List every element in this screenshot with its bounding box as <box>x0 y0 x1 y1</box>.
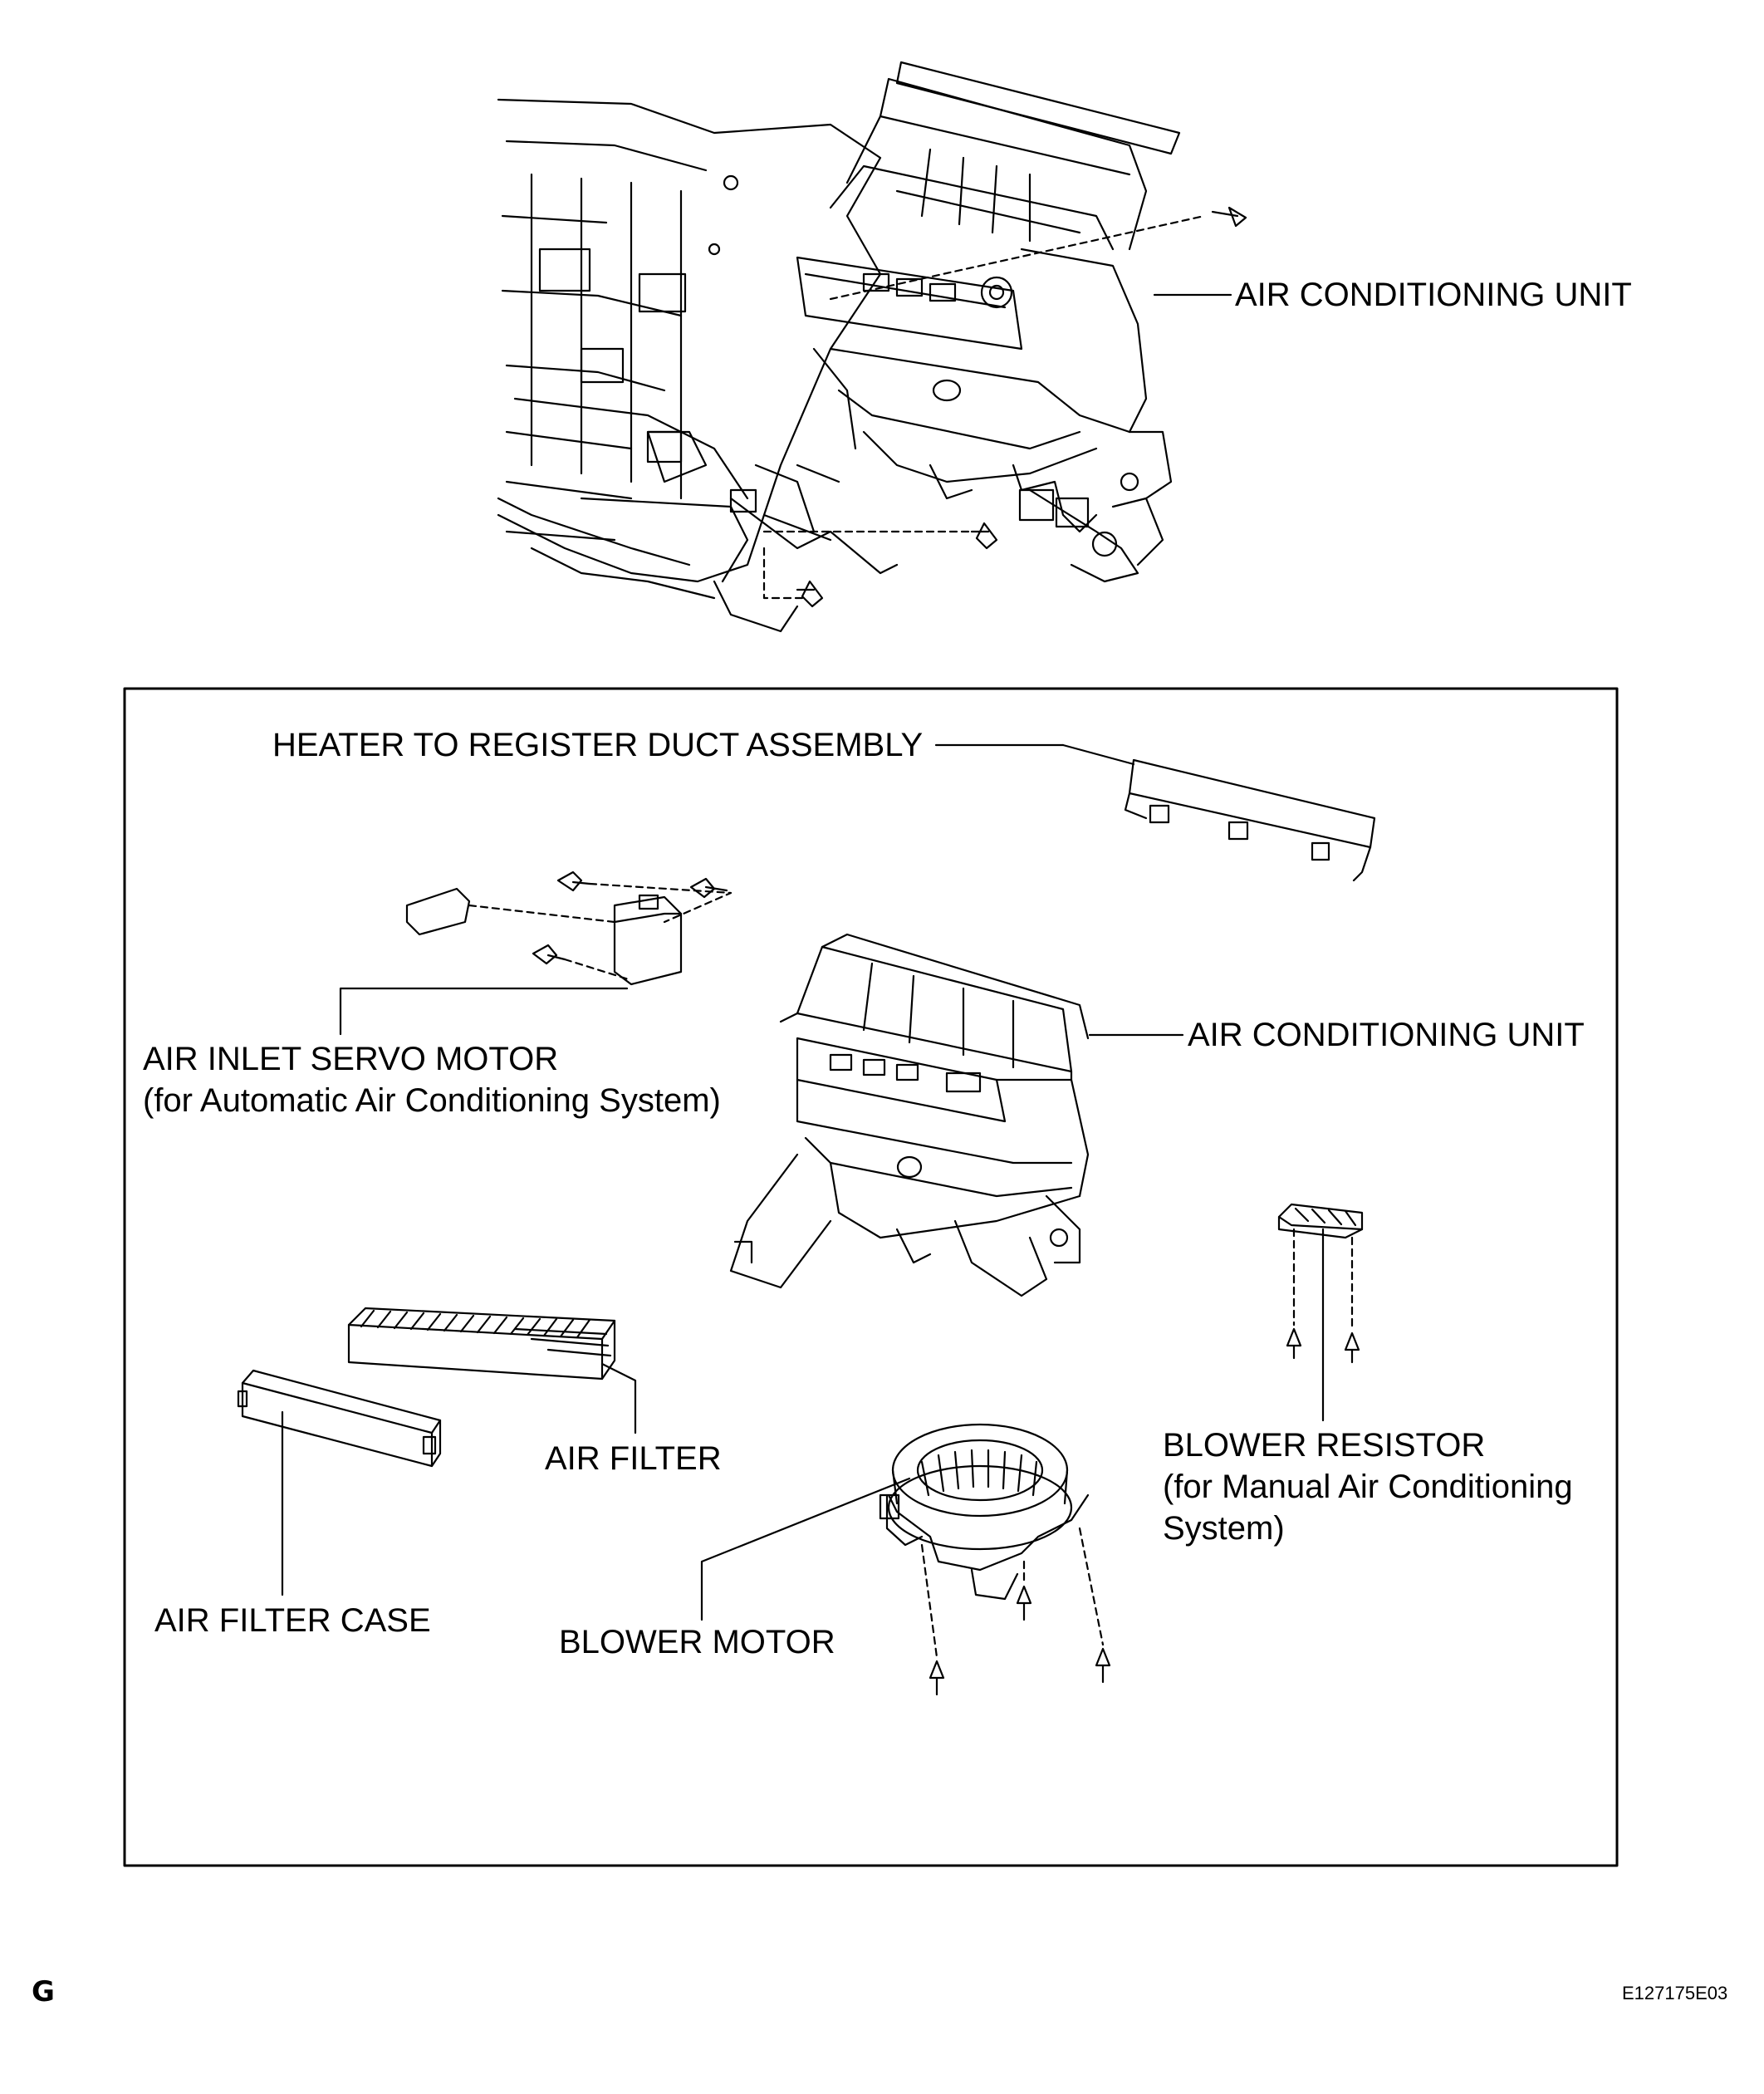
label-blower-motor: BLOWER MOTOR <box>559 1624 835 1660</box>
air-conditioning-unit <box>731 934 1088 1296</box>
label-servo-motor-name: AIR INLET SERVO MOTOR <box>143 1041 559 1077</box>
label-heater-to-register-duct: HEATER TO REGISTER DUCT ASSEMBLY <box>272 727 924 763</box>
servo-motor-cover <box>407 889 469 934</box>
label-servo-motor-note: (for Automatic Air Conditioning System) <box>143 1082 721 1119</box>
air-conditioning-unit-installed <box>731 62 1179 581</box>
blower-motor <box>880 1425 1088 1599</box>
instrument-panel-reinforcement <box>498 100 897 631</box>
section-letter: G <box>32 1975 55 2008</box>
leader-air-filter <box>600 1362 637 1434</box>
blower-resistor-screws <box>1287 1229 1359 1362</box>
blower-resistor <box>1279 1204 1362 1238</box>
air-filter-case <box>238 1371 440 1466</box>
leader-servo-motor <box>339 987 629 1036</box>
leader-duct-2 <box>1061 743 1135 766</box>
figure-code: E127175E03 <box>1622 1983 1728 2003</box>
label-blower-resistor-note-1: (for Manual Air Conditioning <box>1163 1469 1573 1505</box>
heater-to-register-duct <box>1125 760 1374 880</box>
air-inlet-servo-motor <box>615 895 681 984</box>
label-blower-resistor-note-2: System) <box>1163 1510 1285 1547</box>
label-ac-unit-top: AIR CONDITIONING UNIT <box>1235 277 1632 313</box>
label-air-filter: AIR FILTER <box>545 1440 722 1477</box>
servo-motor-screws <box>469 872 731 980</box>
label-ac-unit-bottom: AIR CONDITIONING UNIT <box>1188 1017 1585 1053</box>
leader-blower-motor <box>700 1477 911 1621</box>
air-filter <box>349 1308 615 1379</box>
label-blower-resistor-name: BLOWER RESISTOR <box>1163 1427 1486 1464</box>
installation-screws-top <box>764 208 1246 606</box>
blower-motor-screws <box>922 1528 1110 1694</box>
components-panel-border <box>123 687 1619 1867</box>
label-air-filter-case: AIR FILTER CASE <box>154 1602 431 1639</box>
